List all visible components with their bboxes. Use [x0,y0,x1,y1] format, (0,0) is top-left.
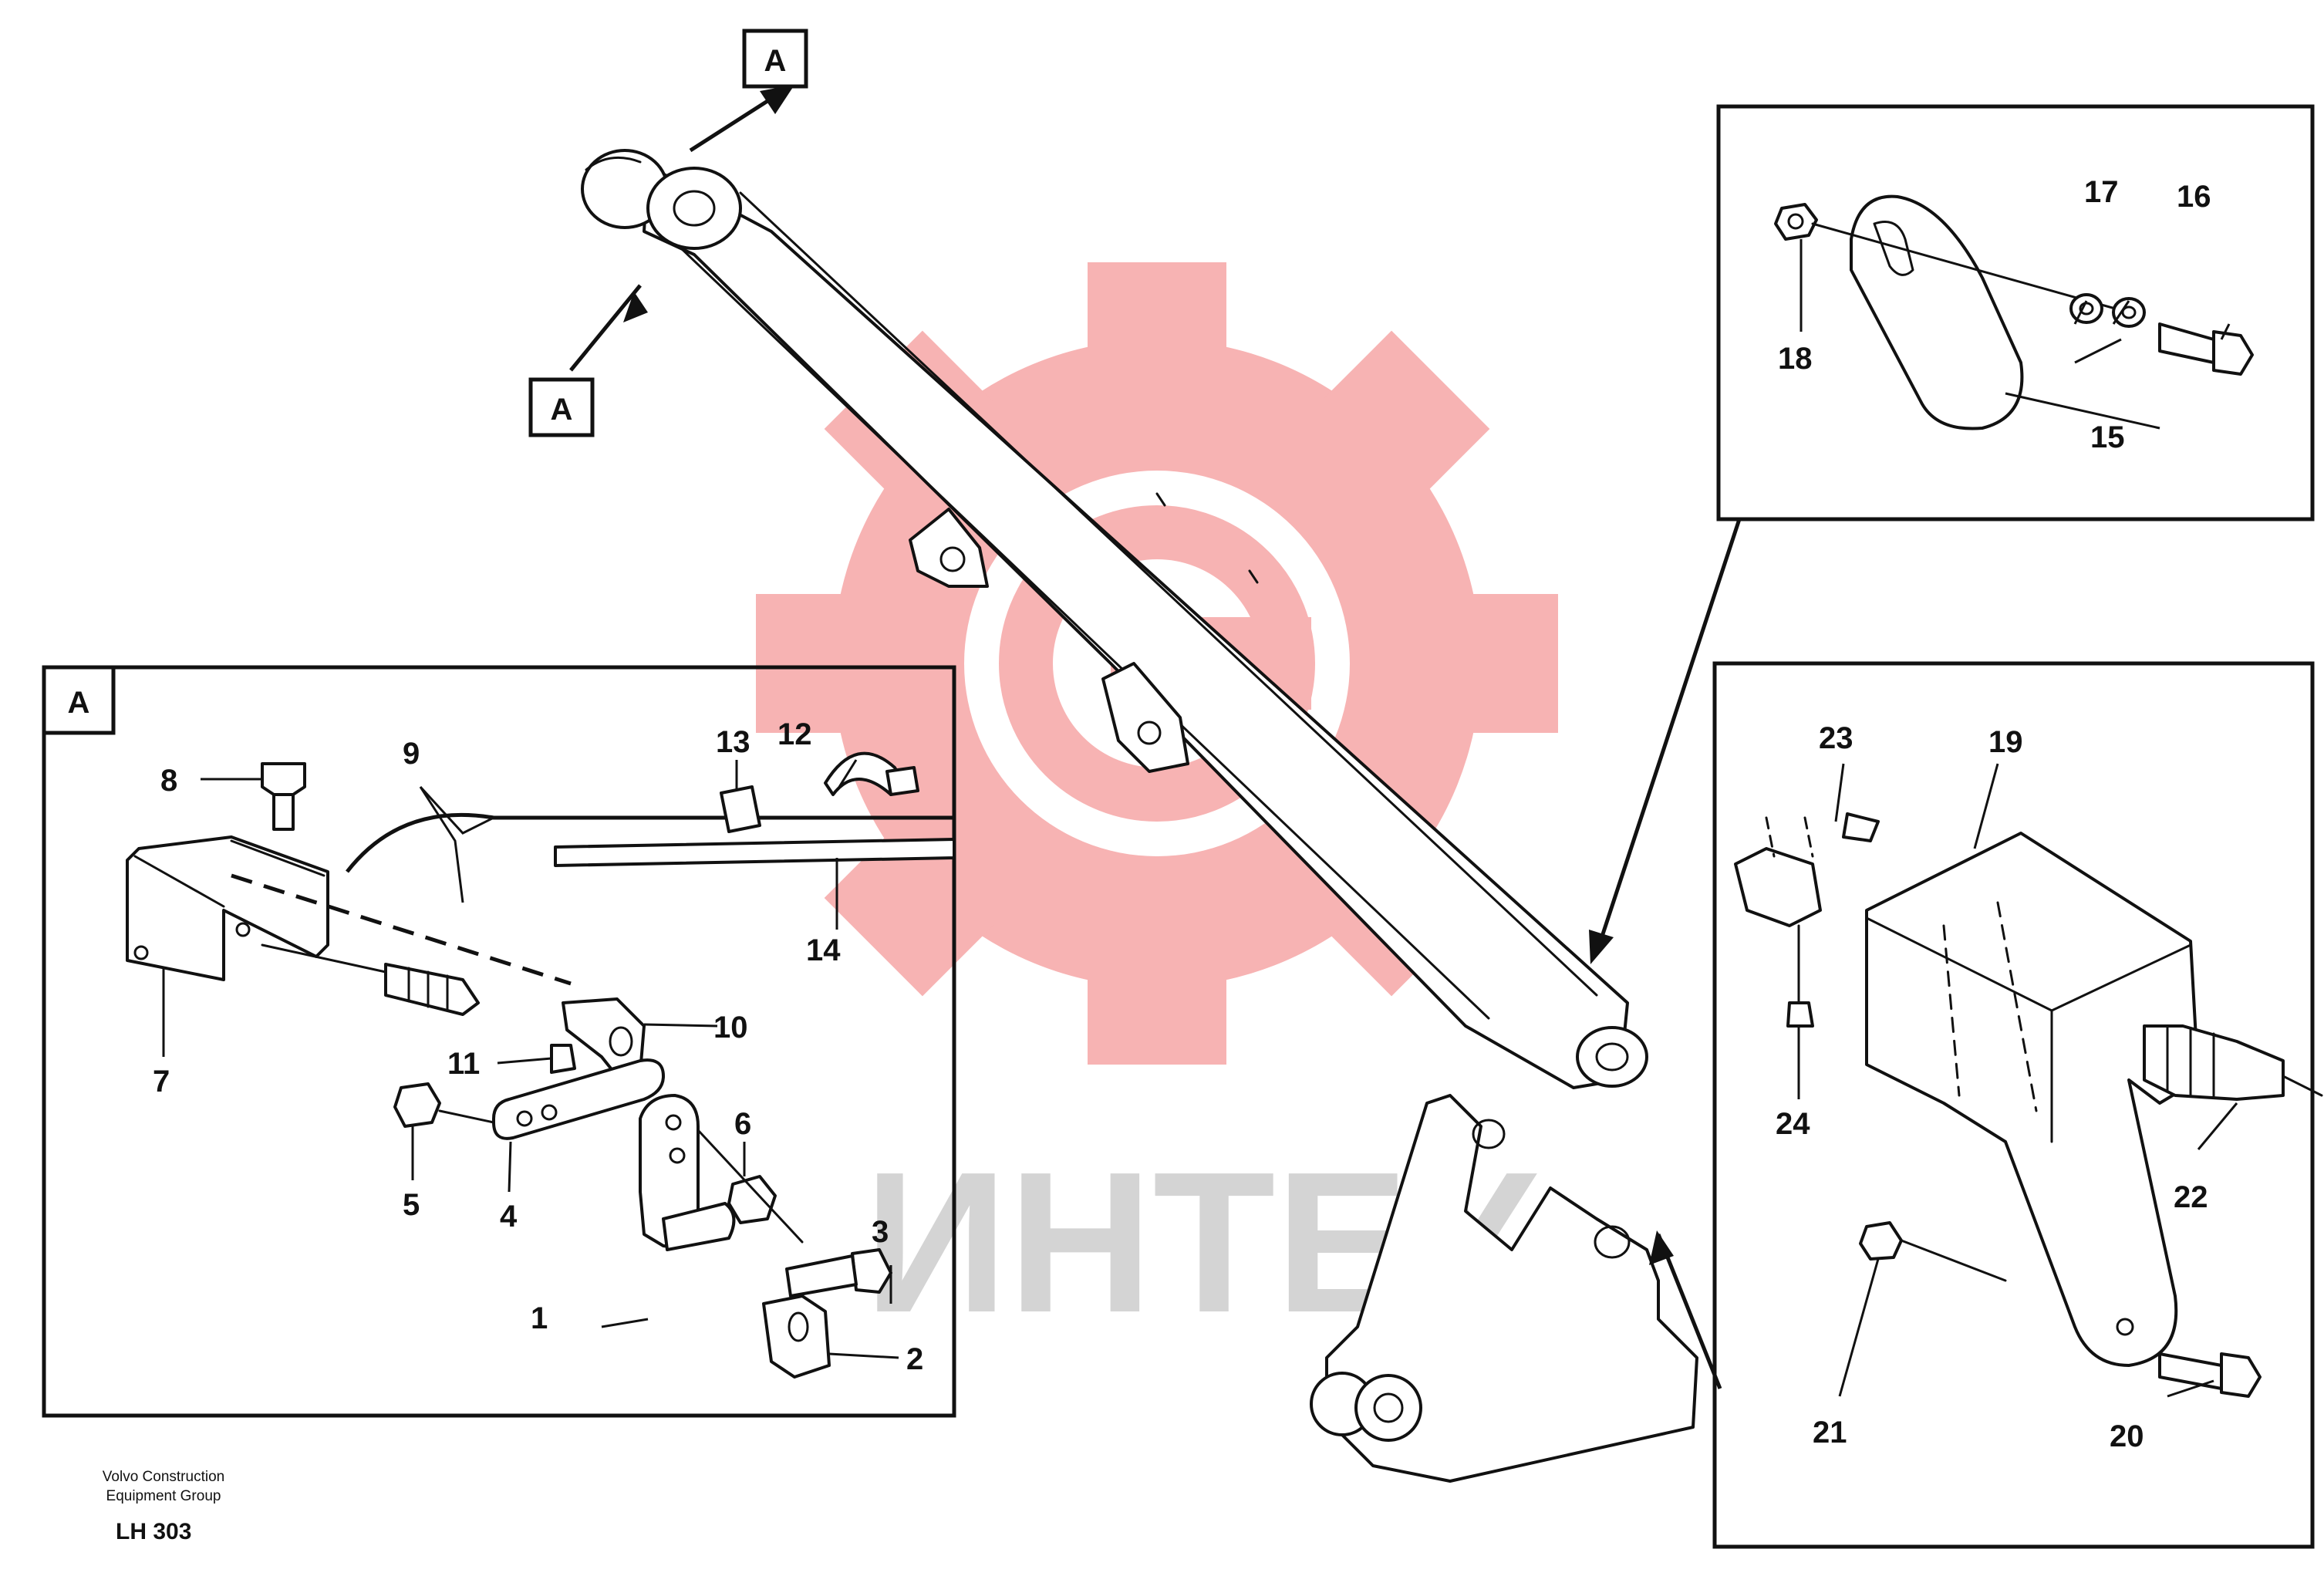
footer: Volvo Construction Equipment Group LH 30… [103,1469,224,1544]
detail-marker-a-bottom: A [528,377,595,437]
callout-7: 7 [153,1065,170,1099]
callout-19: 19 [1988,725,2023,759]
callout-20: 20 [2110,1419,2144,1453]
svg-text:A: A [68,686,90,720]
callout-labels: 1 2 3 4 5 6 7 8 9 10 11 12 13 14 15 16 1… [153,175,2211,1453]
svg-text:A: A [764,44,787,78]
company-name-line2: Equipment Group [106,1488,221,1504]
callout-16: 16 [2177,180,2211,214]
callout-11: 11 [447,1047,480,1081]
callout-8: 8 [160,764,177,798]
callout-22: 22 [2174,1180,2208,1214]
callout-10: 10 [713,1011,748,1045]
detail-marker-a-top: A [742,29,808,89]
callout-1: 1 [531,1301,548,1335]
detail-a-panel: A [42,665,956,1418]
callout-6: 6 [734,1107,751,1141]
detail-panel-bottom-right [1712,661,2323,1549]
callout-15: 15 [2090,420,2125,454]
pointer-arrow-top-right [1589,518,1742,964]
boom-foot-drawing [1310,1094,1722,1483]
callout-18: 18 [1778,342,1813,376]
callout-4: 4 [500,1200,518,1234]
callout-21: 21 [1813,1416,1847,1450]
callout-13: 13 [716,725,750,759]
callout-12: 12 [777,717,812,751]
boom-arm-drawing [569,85,1648,1089]
callout-17: 17 [2084,175,2119,209]
callout-5: 5 [403,1188,420,1222]
callout-9: 9 [403,737,420,771]
callout-2: 2 [906,1342,923,1376]
detail-panel-top-right [1716,104,2315,521]
svg-text:A: A [551,393,573,427]
callout-3: 3 [872,1215,889,1249]
callout-24: 24 [1776,1107,1810,1141]
callout-leaders [162,239,2238,1398]
company-name-line1: Volvo Construction [103,1469,224,1485]
drawing-code: LH 303 [116,1519,191,1544]
callout-14: 14 [806,933,841,967]
callout-23: 23 [1819,721,1853,755]
